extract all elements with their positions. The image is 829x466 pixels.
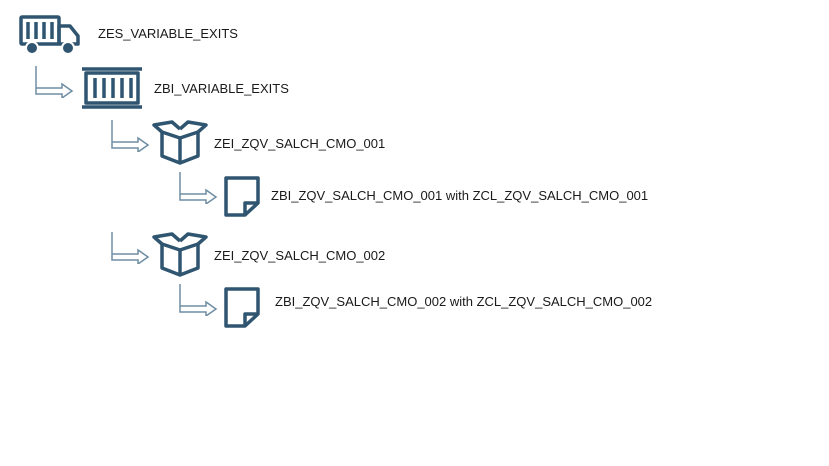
document-icon [220, 173, 264, 219]
enhancement-label: ZEI_ZQV_SALCH_CMO_002 [214, 248, 386, 263]
document-icon [220, 284, 264, 330]
connector-arrow [178, 170, 222, 204]
connector-arrow [178, 282, 222, 316]
container-icon [80, 66, 144, 110]
open-box-icon [152, 232, 208, 278]
enhancement-label: ZEI_ZQV_SALCH_CMO_001 [214, 136, 386, 151]
connector-arrow [34, 64, 78, 98]
connector-arrow [110, 118, 154, 152]
open-box-icon [152, 120, 208, 166]
implementation-label: ZBI_ZQV_SALCH_CMO_002 with ZCL_ZQV_SALCH… [275, 294, 653, 309]
implementation-label: ZBI_ZQV_SALCH_CMO_001 with ZCL_ZQV_SALCH… [271, 188, 649, 203]
root-label: ZES_VARIABLE_EXITS [98, 26, 238, 41]
container-label: ZBI_VARIABLE_EXITS [154, 81, 289, 96]
connector-arrow [110, 230, 154, 264]
truck-icon [18, 14, 82, 56]
